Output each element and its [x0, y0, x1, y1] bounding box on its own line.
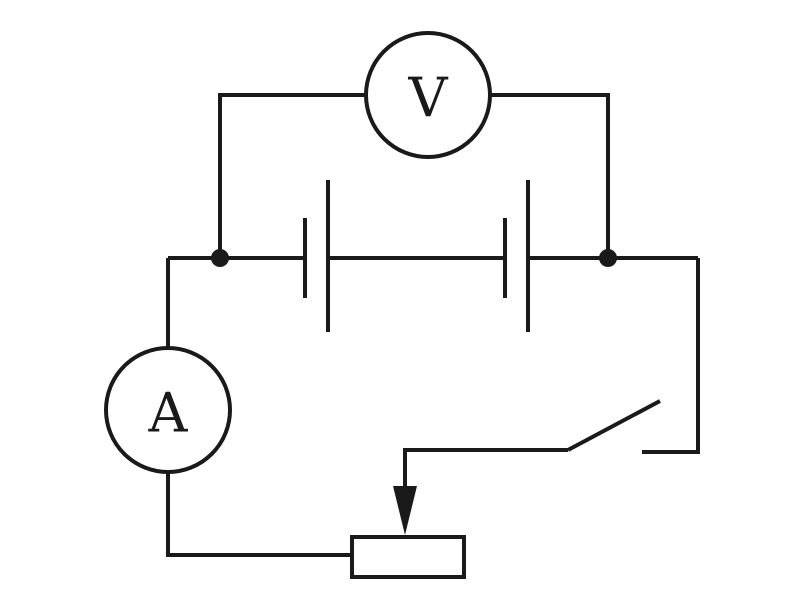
- junction-right: [599, 249, 617, 267]
- battery: [168, 180, 698, 332]
- wire-switch-right: [642, 258, 700, 454]
- switch: [567, 258, 700, 454]
- ammeter: A: [104, 346, 232, 474]
- wire-ammeter-bottom: [166, 472, 352, 557]
- rheostat: [350, 448, 568, 579]
- voltmeter: V: [364, 31, 492, 159]
- rheostat-slider-wire: [403, 448, 568, 500]
- wire-voltmeter-left: [218, 93, 365, 258]
- wire-voltmeter-right: [490, 93, 610, 258]
- ammeter-symbol: A: [148, 382, 189, 445]
- switch-blade: [567, 399, 661, 452]
- voltmeter-ring: [364, 31, 492, 159]
- ammeter-branch: A: [104, 258, 352, 557]
- rheostat-body: [350, 535, 466, 579]
- voltmeter-branch: V: [218, 31, 610, 258]
- voltmeter-symbol: V: [408, 67, 449, 130]
- rheostat-slider-arrow: [393, 486, 417, 535]
- junction-left: [211, 249, 229, 267]
